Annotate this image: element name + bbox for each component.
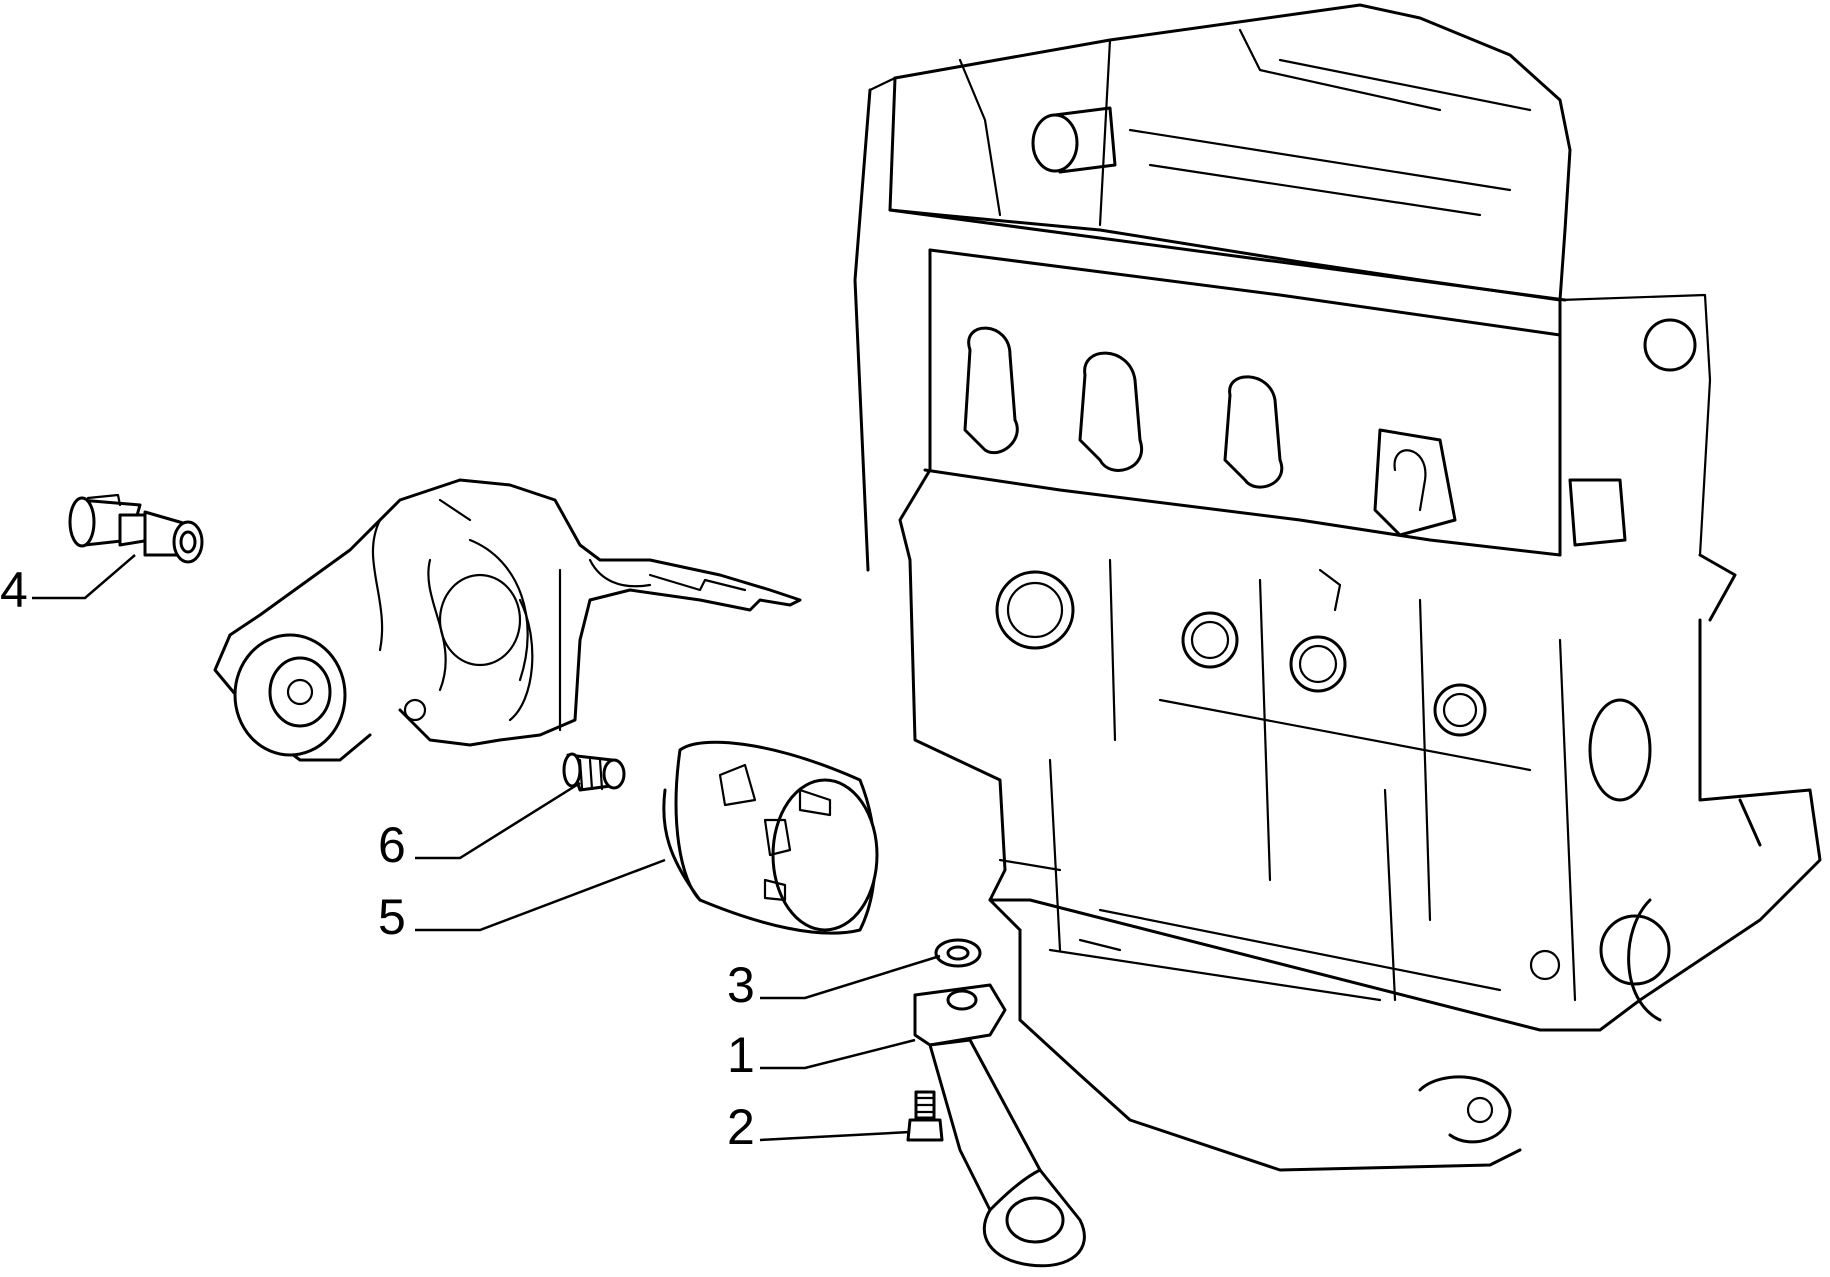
leader-4 (32, 554, 136, 600)
plug-part (562, 752, 626, 792)
oil-pickup-strainer (913, 983, 1086, 1268)
leader-1 (760, 1038, 916, 1070)
oil-filter (662, 740, 879, 935)
leader-lines (32, 554, 941, 1142)
callout-5: 5 (378, 889, 406, 945)
callout-4: 4 (0, 562, 28, 618)
oil-pump-cover (213, 478, 802, 762)
callout-2: 2 (727, 1099, 755, 1155)
callout-6: 6 (378, 817, 406, 873)
leader-6 (415, 781, 581, 860)
washer (934, 938, 982, 968)
leader-5 (415, 858, 666, 932)
oil-pressure-switch (68, 493, 204, 564)
callout-3: 3 (727, 957, 755, 1013)
leader-2 (759, 1130, 911, 1142)
callout-1: 1 (727, 1027, 755, 1083)
engine-block (853, 3, 1822, 1172)
leader-3 (760, 954, 941, 1000)
bolt (906, 1090, 944, 1142)
